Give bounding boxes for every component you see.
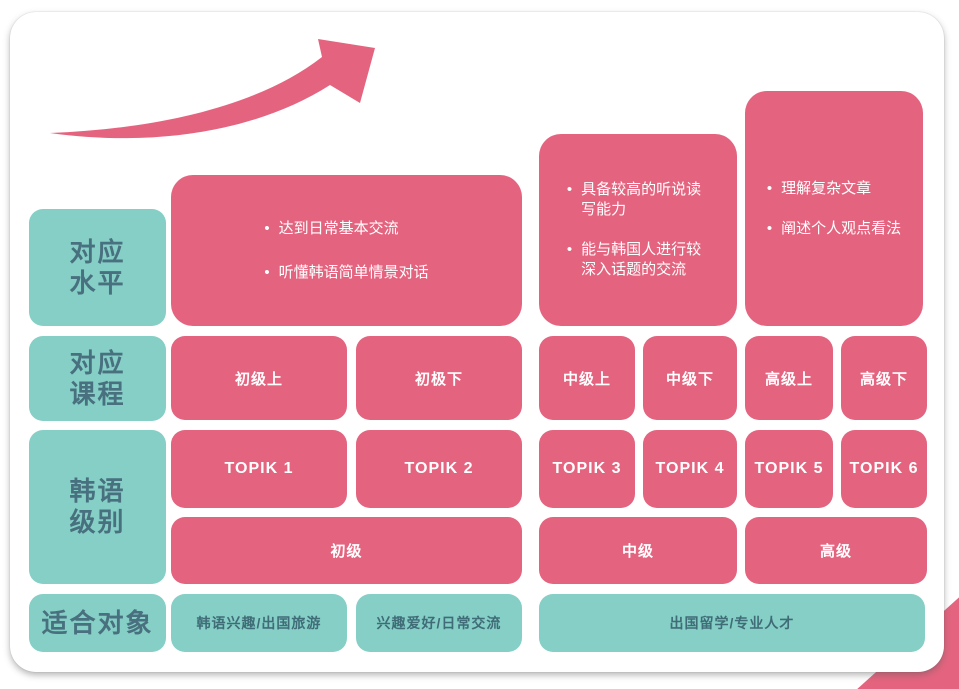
- topik-cell-4: TOPIK 4: [643, 430, 737, 508]
- content-card: 对应 水平 达到日常基本交流 听懂韩语简单情景对话 具备较高的听说读: [10, 12, 944, 672]
- topik-cell-5: TOPIK 5: [745, 430, 833, 508]
- growth-arrow-icon: [50, 39, 375, 139]
- level-desc-text: 阐述个人观点看法: [781, 219, 902, 237]
- row-label-topik-line1: 韩语: [69, 476, 126, 507]
- audience-cell-3: 出国留学/专业人才: [539, 594, 925, 652]
- bullet-icon: [264, 263, 269, 283]
- row-label-level: 对应 水平: [29, 209, 166, 326]
- bullet-item: 阐述个人观点看法: [767, 219, 901, 239]
- bullet-icon: [264, 219, 269, 239]
- row-label-audience: 适合对象: [29, 594, 166, 652]
- topik-cell-6: TOPIK 6: [841, 430, 927, 508]
- row-label-level-line1: 对应: [69, 236, 126, 267]
- bullet-item: 听懂韩语简单情景对话: [264, 263, 429, 283]
- course-cell-5: 高级上: [745, 336, 833, 420]
- level-group-beginner: 初级: [171, 517, 522, 584]
- row-label-course-line2: 课程: [69, 378, 126, 409]
- course-cell-3: 中级上: [539, 336, 635, 420]
- bullet-item: 具备较高的听说读写能力: [567, 180, 709, 220]
- row-label-level-line2: 水平: [69, 267, 126, 298]
- row-label-course: 对应 课程: [29, 336, 166, 421]
- level-desc-text: 达到日常基本交流: [278, 219, 399, 237]
- level-desc-text: 听懂韩语简单情景对话: [278, 263, 429, 281]
- topik-cell-1: TOPIK 1: [171, 430, 347, 508]
- level-desc-intermediate: 具备较高的听说读写能力 能与韩国人进行较深入话题的交流: [539, 134, 737, 326]
- audience-cell-2: 兴趣爱好/日常交流: [356, 594, 522, 652]
- bullet-icon: [767, 219, 772, 239]
- level-desc-beginner: 达到日常基本交流 听懂韩语简单情景对话: [171, 175, 522, 326]
- course-cell-2: 初极下: [356, 336, 522, 420]
- bullet-icon: [767, 179, 772, 199]
- row-label-topik-line2: 级别: [69, 507, 126, 537]
- bullet-item: 达到日常基本交流: [264, 219, 399, 239]
- bullet-icon: [567, 240, 572, 260]
- course-cell-6: 高级下: [841, 336, 927, 420]
- level-group-intermediate: 中级: [539, 517, 737, 584]
- row-label-course-line1: 对应: [69, 347, 126, 378]
- course-cell-4: 中级下: [643, 336, 737, 420]
- bullet-icon: [567, 180, 572, 200]
- topik-cell-2: TOPIK 2: [356, 430, 522, 508]
- row-label-topik: 韩语 级别: [29, 430, 166, 584]
- level-group-advanced: 高级: [745, 517, 927, 584]
- topik-cell-3: TOPIK 3: [539, 430, 635, 508]
- level-desc-text: 理解复杂文章: [781, 179, 872, 197]
- level-desc-text: 能与韩国人进行较深入话题的交流: [581, 241, 702, 278]
- level-desc-advanced: 理解复杂文章 阐述个人观点看法: [745, 91, 923, 326]
- bullet-item: 能与韩国人进行较深入话题的交流: [567, 240, 709, 280]
- level-desc-text: 具备较高的听说读写能力: [581, 181, 702, 219]
- audience-cell-1: 韩语兴趣/出国旅游: [171, 594, 347, 652]
- course-cell-1: 初级上: [171, 336, 347, 420]
- bullet-item: 理解复杂文章: [767, 179, 871, 199]
